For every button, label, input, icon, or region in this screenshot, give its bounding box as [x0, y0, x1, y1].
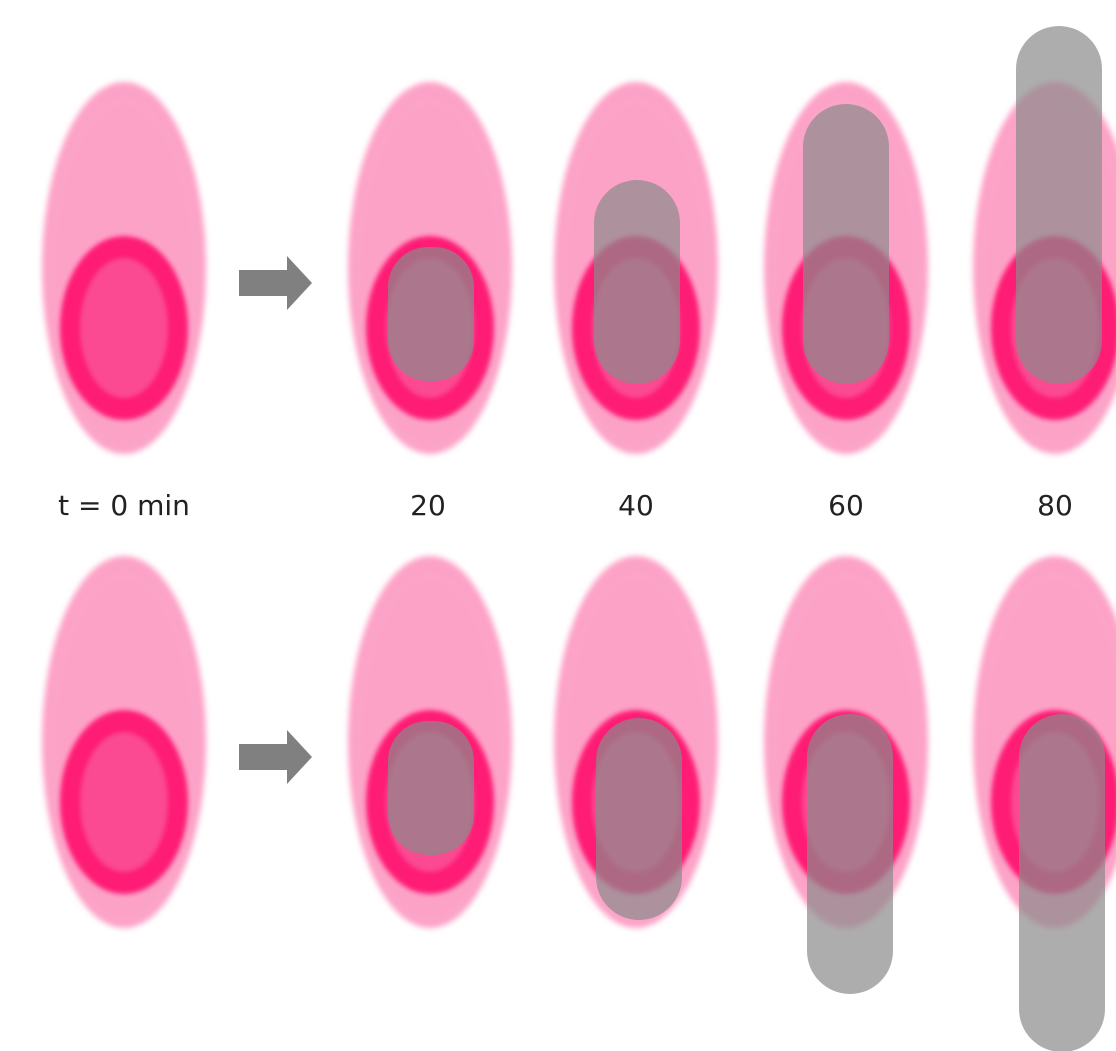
time-label-40: 40: [618, 489, 654, 522]
overlay-capsule-top-t20: [388, 247, 474, 381]
arrow-icon: [239, 730, 312, 784]
overlay-capsule-bottom-t40: [596, 718, 682, 920]
overlay-capsule-bottom-t80: [1019, 714, 1105, 1051]
time-labels: t = 0 min 20 40 60 80: [58, 489, 1073, 522]
cell-bottom-t0: [42, 556, 206, 928]
time-label-20: 20: [410, 489, 446, 522]
overlay-capsule-top-t80: [1016, 26, 1102, 384]
overlay-capsule-bottom-t20: [388, 721, 474, 855]
overlay-capsule-top-t40: [594, 180, 680, 384]
nucleoid-core: [80, 258, 168, 398]
time-label-80: 80: [1037, 489, 1073, 522]
overlay-capsule-top-t60: [803, 104, 889, 384]
arrow-icon: [239, 256, 312, 310]
cell-top-t0: [42, 82, 206, 454]
time-label-0: t = 0 min: [58, 489, 190, 522]
time-label-60: 60: [828, 489, 864, 522]
row-bottom: [42, 556, 1116, 1051]
nucleoid-core: [80, 732, 168, 872]
row-top: [42, 26, 1116, 454]
overlay-capsule-bottom-t60: [807, 714, 893, 994]
